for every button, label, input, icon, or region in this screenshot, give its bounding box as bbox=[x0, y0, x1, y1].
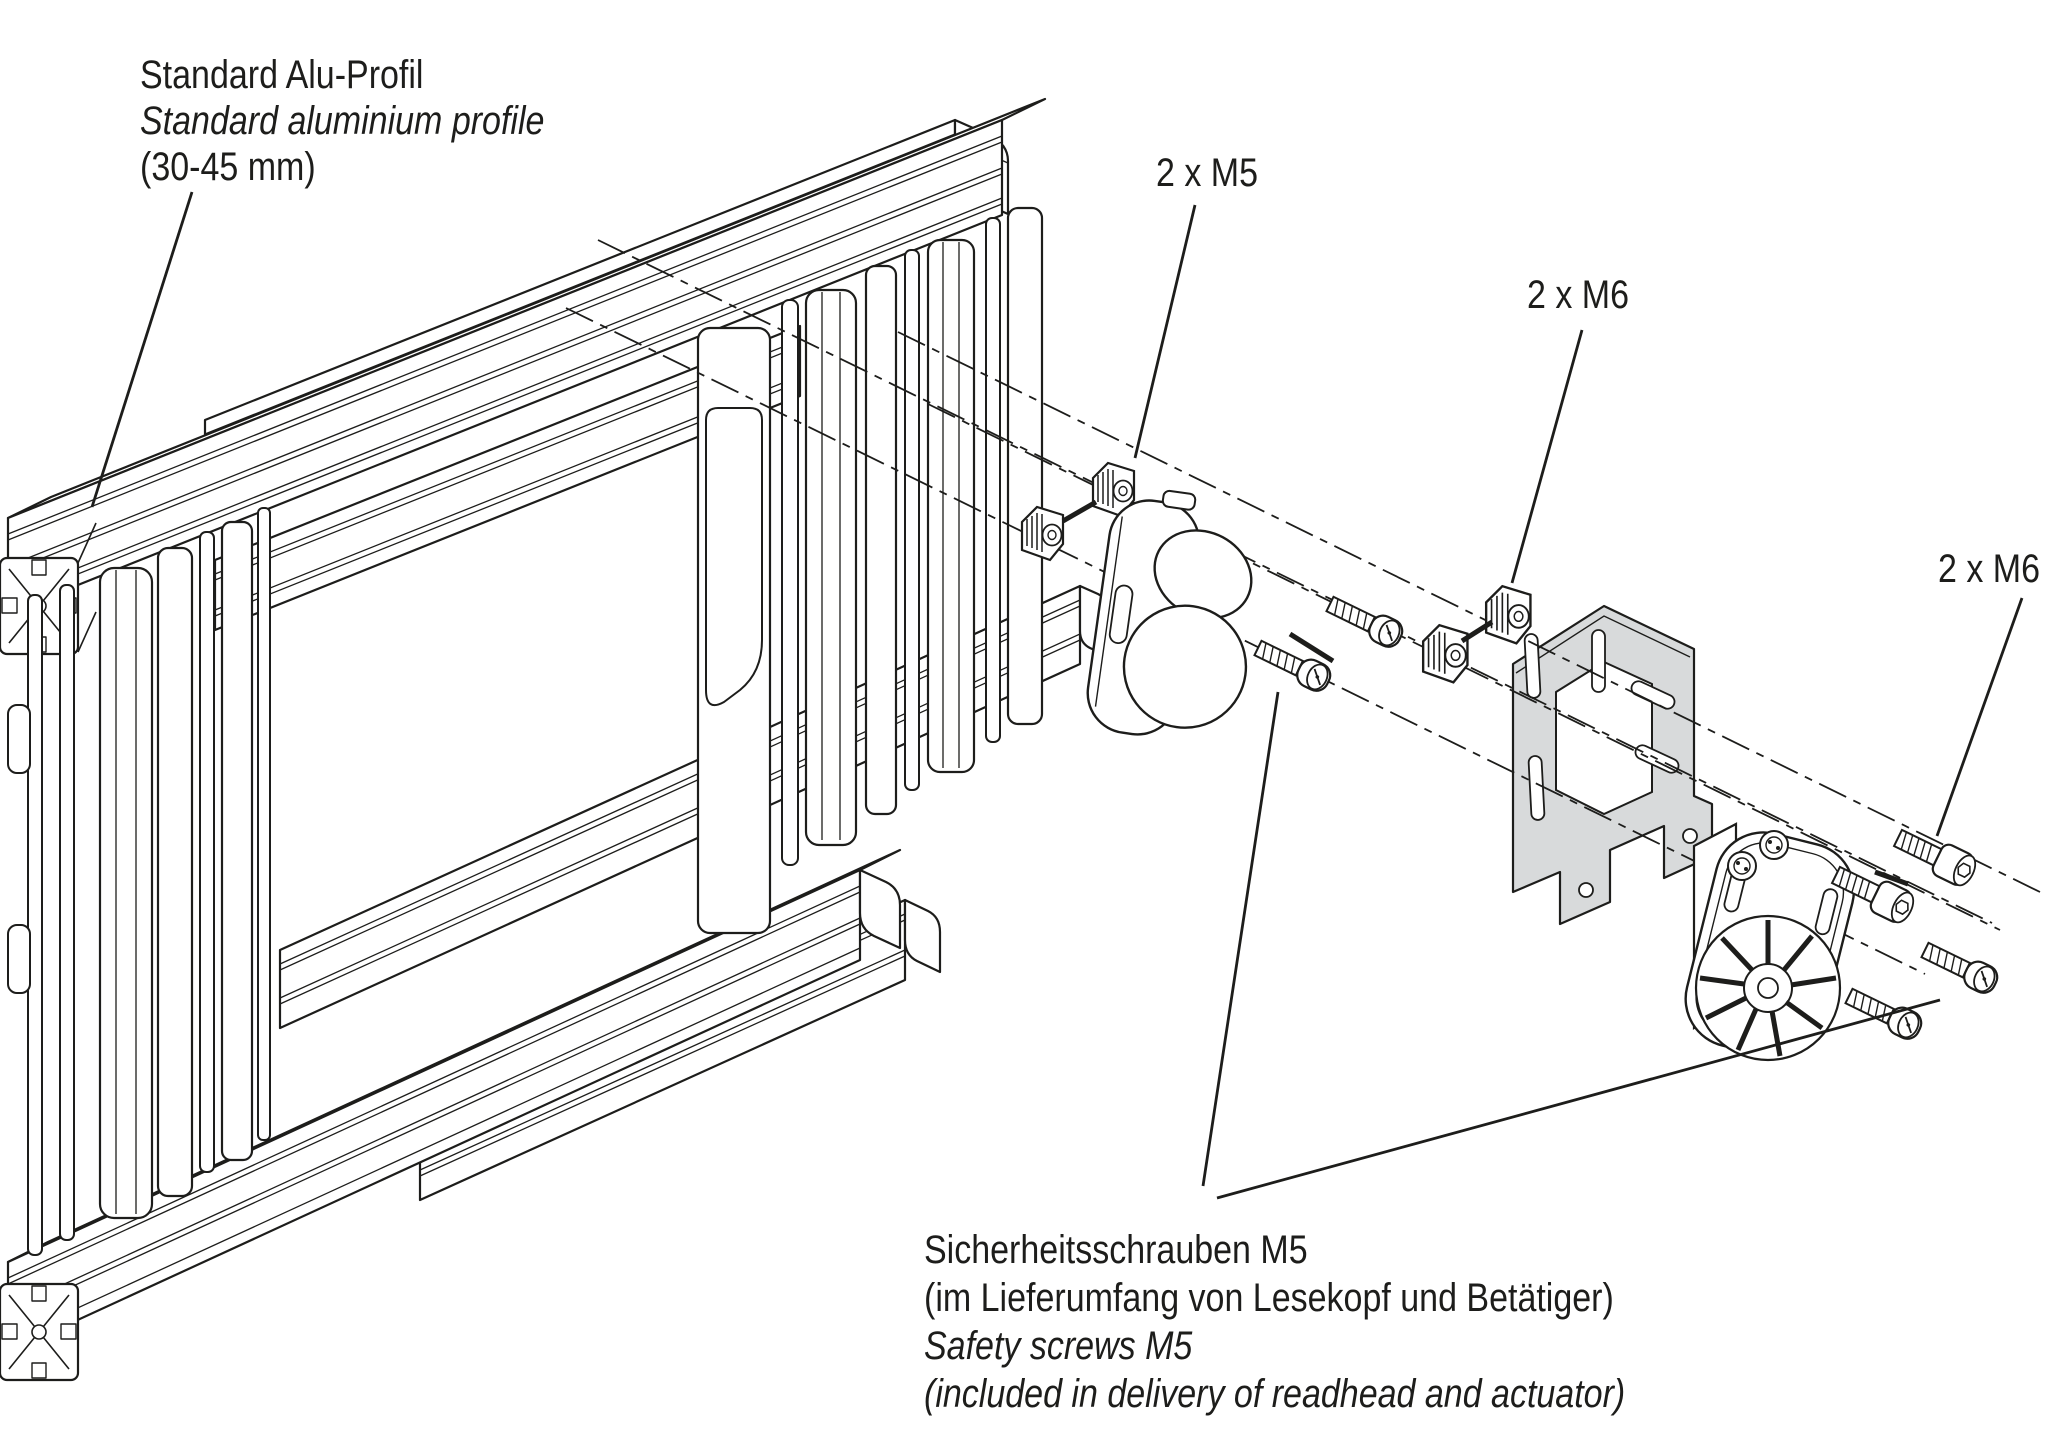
alu-profile-frame bbox=[0, 97, 1110, 1382]
label-standard-profile: Standard Alu-Profil Standard aluminium p… bbox=[140, 52, 544, 190]
actuator-dome-screws bbox=[1727, 830, 1789, 881]
axis-m6-upper bbox=[897, 331, 2041, 893]
label-safety-en-note: (included in delivery of readhead and ac… bbox=[924, 1372, 1626, 1416]
frame-left-posts bbox=[7, 507, 271, 1256]
leader-lines bbox=[90, 191, 2024, 1200]
socket-screws-m6 bbox=[1827, 821, 1982, 928]
label-safety-de-note: (im Lieferumfang von Lesekopf und Betäti… bbox=[924, 1276, 1614, 1320]
safety-screws-m5-actuator bbox=[1841, 936, 2003, 1044]
label-safety-en: Safety screws M5 bbox=[924, 1324, 1193, 1368]
leader-profile-label bbox=[90, 191, 194, 508]
label-2x-m6-screws: 2 x M6 bbox=[1938, 547, 2041, 591]
leader-safety-1 bbox=[1201, 691, 1280, 1187]
leader-m6-label-1 bbox=[1510, 329, 1584, 584]
label-profile-en: Standard aluminium profile bbox=[140, 99, 545, 143]
label-profile-de: Standard Alu-Profil bbox=[140, 53, 424, 97]
readhead bbox=[1086, 489, 1253, 736]
label-2x-m6-bracket: 2 x M6 bbox=[1527, 273, 1630, 317]
axis-m5-upper bbox=[597, 239, 1993, 924]
safety-screws-m5 bbox=[1250, 590, 1408, 696]
label-safety-screws: Sicherheitsschrauben M5 (im Lieferumfang… bbox=[924, 1226, 1625, 1418]
actuator-wheel bbox=[1694, 914, 1842, 1062]
slot-nuts-m6 bbox=[1421, 584, 1532, 684]
leader-m6-label-2 bbox=[1935, 597, 2024, 837]
actuator bbox=[1684, 822, 1856, 1062]
slot-nuts-m5 bbox=[1020, 461, 1136, 562]
frame-top-rail-front bbox=[0, 97, 1047, 656]
leader-safety-2 bbox=[1216, 998, 1941, 1200]
mounting-bracket bbox=[1511, 604, 1714, 926]
label-profile-size: (30-45 mm) bbox=[140, 145, 316, 189]
leader-m5-label bbox=[1133, 204, 1197, 459]
label-2x-m5: 2 x M5 bbox=[1156, 151, 1259, 195]
label-safety-de: Sicherheitsschrauben M5 bbox=[924, 1228, 1308, 1272]
frame-right-posts bbox=[696, 206, 1044, 935]
